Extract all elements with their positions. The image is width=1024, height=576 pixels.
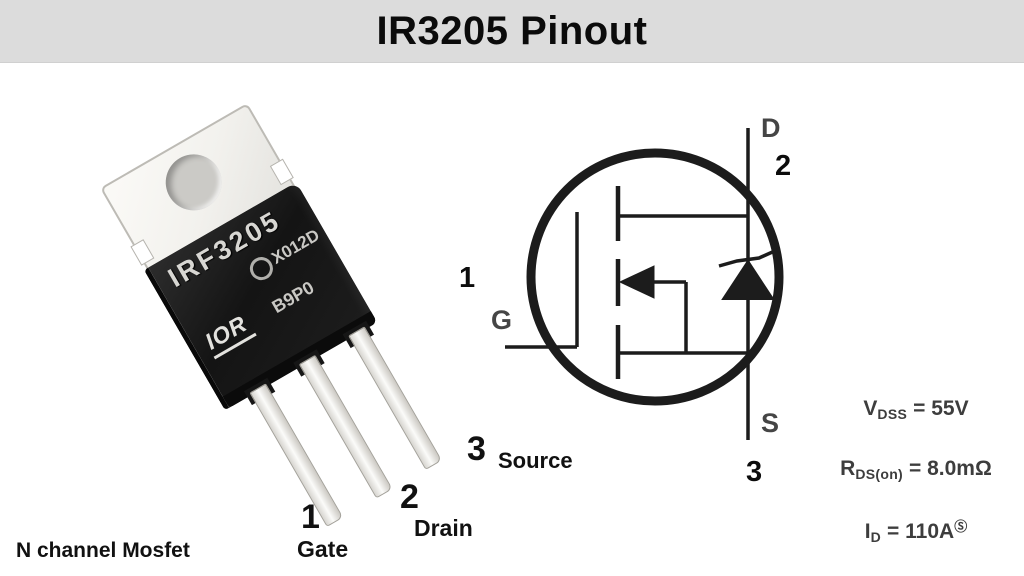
spec-vdss: VDSS= 55V [863,397,969,422]
spec-rdson: RDS(on)= 8.0mΩ [840,457,992,482]
tab-notch-left [130,239,155,266]
symbol-pin3-number: 3 [746,456,763,488]
tab-notch-right [269,158,294,186]
symbol-circle [526,148,784,406]
symbol-source-letter: S [761,408,780,438]
photo-pin1-number: 1 [301,498,320,536]
body-arrow [618,265,655,299]
photo-pin2-number: 2 [400,478,419,516]
body-diode-triangle [721,259,775,300]
photo-pin3-number: 3 [467,430,486,468]
ior-logo: IOR [199,308,257,360]
photo-pin1-name: Gate [297,536,349,562]
page-title: IR3205 Pinout [376,8,648,53]
symbol-pin1-number: 1 [459,262,476,294]
photo-pin3-name: Source [498,448,573,473]
symbol-pin2-number: 2 [775,150,792,182]
spec-id: ID= 110AⓈ [864,519,968,545]
mounting-hole [155,144,232,221]
photo-pin2-name: Drain [414,515,473,541]
symbol-drain-letter: D [761,113,781,143]
mosfet-symbol [505,128,784,440]
device-type-caption: N channel Mosfet [16,539,190,562]
spec-list: VDSS= 55V RDS(on)= 8.0mΩ ID= 110AⓈ [800,396,1024,576]
diode-cathode-bar [718,248,778,268]
symbol-gate-letter: G [491,305,513,335]
marking-line2: B9P0 [268,277,318,318]
title-bar: IR3205 Pinout [0,0,1024,63]
